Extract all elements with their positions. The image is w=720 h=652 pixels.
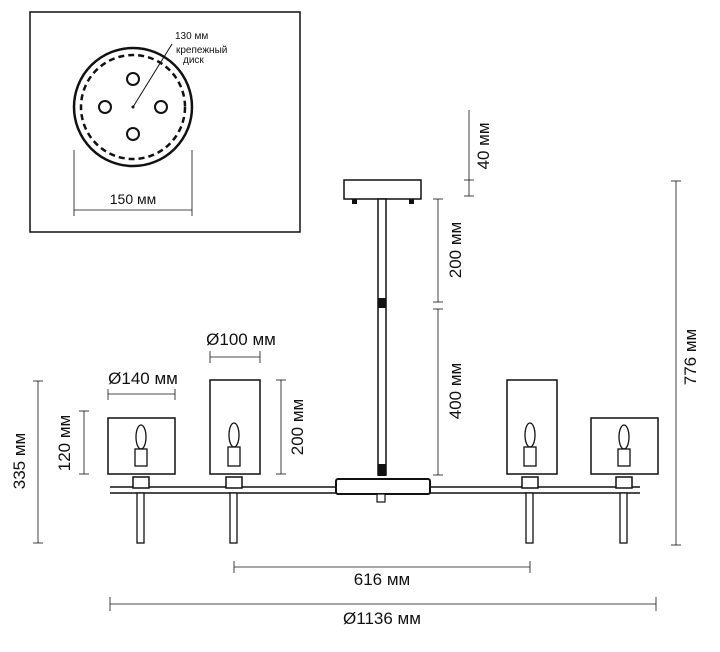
bulb: [135, 424, 147, 450]
screw-hole: [126, 72, 140, 86]
arm-leg: [136, 492, 145, 544]
bulb: [524, 422, 536, 448]
socket: [134, 448, 148, 467]
screw-hole: [126, 127, 140, 141]
dimension-lines: [33, 110, 681, 611]
lamp-outer-left: [107, 417, 176, 544]
canopy-screw: [352, 199, 357, 204]
disk-size-label: 130 мм: [175, 31, 208, 42]
inner-span-label: 616 мм: [354, 570, 410, 589]
mounting-disk-outline: [79, 53, 187, 161]
socket: [617, 448, 631, 467]
arm-height-label: 335 мм: [10, 433, 29, 489]
rod-joint: [378, 464, 386, 476]
socket: [523, 446, 537, 467]
rod-top-label: 40 мм: [474, 122, 493, 169]
socket: [227, 446, 241, 467]
total-height-label: 776 мм: [681, 329, 700, 385]
cup: [615, 476, 633, 489]
cup: [225, 476, 243, 489]
screw-hole: [98, 100, 112, 114]
suspension-rod: [377, 198, 387, 476]
bulb: [228, 422, 240, 448]
ceiling-base-outline: [72, 46, 194, 168]
arm-leg: [619, 492, 628, 544]
rod-lower-label: 400 мм: [446, 363, 465, 419]
cup: [132, 476, 150, 489]
canopy-screw: [409, 199, 414, 204]
screw-hole: [154, 100, 168, 114]
overall-diameter-label: Ø1136 мм: [343, 609, 421, 628]
chandelier: [107, 179, 659, 544]
small-shade-diameter-label: Ø100 мм: [206, 330, 276, 349]
arm-leg: [229, 492, 238, 544]
rod-upper-label: 200 мм: [446, 222, 465, 278]
large-shade-diameter-label: Ø140 мм: [108, 369, 178, 388]
canopy: [343, 179, 422, 200]
disk-name-label-2: диск: [183, 55, 204, 66]
lamp-inner-right: [506, 379, 558, 544]
disk-leader-line: [132, 43, 173, 108]
large-shade-height-label: 120 мм: [55, 415, 74, 471]
base-diameter-label: 150 мм: [110, 191, 157, 207]
center-body: [335, 478, 431, 495]
inset-frame: [29, 11, 301, 233]
lamp-outer-right: [590, 417, 659, 544]
arm-leg: [525, 492, 534, 544]
small-shade-height-label: 200 мм: [288, 399, 307, 455]
bulb: [618, 424, 630, 450]
cup: [521, 476, 539, 489]
inset-panel: 130 мм крепежный диск 150 мм: [29, 11, 301, 233]
disk-name-label: крепежный: [176, 45, 227, 56]
center-finial: [376, 493, 386, 503]
lamp-inner-left: [209, 379, 261, 544]
rod-joint: [378, 298, 386, 308]
